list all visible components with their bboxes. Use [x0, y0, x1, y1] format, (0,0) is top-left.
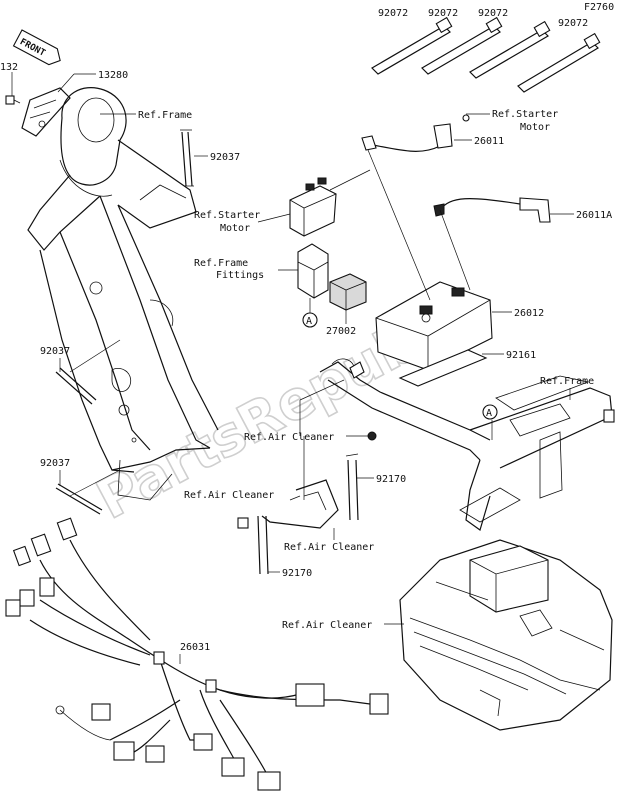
strap-92072-b [421, 16, 503, 75]
label-ref-air-cleaner-2: Ref.Air Cleaner [184, 490, 274, 501]
label-ref-starter-motor-top-line2: Motor [520, 122, 550, 133]
label-26011: 26011 [474, 136, 504, 147]
strap-92072-d [517, 32, 601, 93]
label-92037-lower: 92037 [40, 458, 70, 469]
strap-92072-c [469, 20, 551, 79]
bolt-132 [5, 95, 21, 105]
label-92037-top: 92037 [210, 152, 240, 163]
fuse-27002 [329, 273, 367, 311]
battery-case-frame [319, 358, 615, 531]
callout-a-left: A [302, 298, 318, 328]
callout-a-right-text: A [486, 408, 492, 419]
battery-pad-92161 [398, 349, 488, 387]
callout-a-right: A [482, 404, 498, 420]
label-ref-air-cleaner-4: Ref.Air Cleaner [282, 620, 372, 631]
leader-lines [11, 72, 574, 664]
label-132: 132 [0, 62, 18, 73]
starter-relay [289, 169, 371, 237]
label-ref-frame-top: Ref.Frame [138, 110, 192, 121]
clamp-92170-b [257, 515, 269, 575]
wire-harness-26031 [5, 517, 389, 791]
frame-outline [27, 87, 219, 501]
label-ref-starter-motor-left-line1: Ref.Starter [194, 210, 260, 221]
label-92161: 92161 [506, 350, 536, 361]
label-ref-air-cleaner-1: Ref.Air Cleaner [244, 432, 334, 443]
air-cleaner-housing [399, 539, 613, 731]
label-92072-a: 92072 [378, 8, 408, 19]
label-92072-b: 92072 [428, 8, 458, 19]
label-ref-frame-right: Ref.Frame [540, 376, 594, 387]
label-26012: 26012 [514, 308, 544, 319]
cable-26011 [361, 114, 470, 152]
label-ref-starter-motor-left-line2: Motor [220, 223, 250, 234]
front-arrow-tag: FRONT [12, 29, 61, 66]
label-92072-d: 92072 [558, 18, 588, 29]
label-27002: 27002 [326, 326, 356, 337]
clamp-92037-lower [55, 483, 103, 515]
callout-a-left-text: A [306, 316, 312, 327]
clamp-92037-middle [55, 367, 97, 405]
part-labels: 132 13280 Ref.Frame 92037 92037 92037 92… [0, 8, 612, 653]
label-ref-air-cleaner-3: Ref.Air Cleaner [284, 542, 374, 553]
clamp-92170-a [345, 453, 359, 521]
label-92170-b: 92170 [282, 568, 312, 579]
figure-code: F2760 [584, 2, 614, 13]
label-ref-frame-fittings-line1: Ref.Frame [194, 258, 248, 269]
strap-92072-a [371, 16, 453, 75]
label-92170-a: 92170 [376, 474, 406, 485]
label-26011a: 26011A [576, 210, 612, 221]
label-13280: 13280 [98, 70, 128, 81]
label-ref-starter-motor-top-line1: Ref.Starter [492, 109, 558, 120]
label-92037-middle: 92037 [40, 346, 70, 357]
relay-fitting-bracket [297, 243, 329, 299]
battery-26012 [375, 281, 493, 371]
label-ref-frame-fittings-line2: Fittings [216, 270, 264, 281]
cable-26011a [433, 197, 551, 223]
air-cleaner-bracket [237, 479, 339, 529]
clamp-92037-top [180, 129, 194, 187]
label-92072-c: 92072 [478, 8, 508, 19]
label-26031: 26031 [180, 642, 210, 653]
bracket-13280 [21, 87, 71, 137]
